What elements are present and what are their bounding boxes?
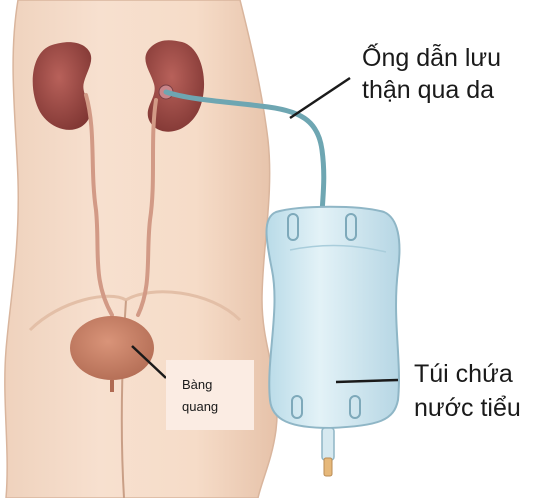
bladder-shape (70, 316, 154, 380)
urine-bag-label-line1: Túi chứa (414, 357, 521, 391)
urine-bag-label: Túi chứa nước tiểu (414, 357, 521, 425)
urine-bag (267, 207, 400, 428)
leader-line-tube (290, 78, 350, 118)
bag-drain-tip (324, 458, 332, 476)
drainage-tube-label: Ống dẫn lưu thận qua da (362, 42, 501, 106)
bladder-label: Bàng quang (182, 374, 218, 418)
urine-bag-label-line2: nước tiểu (414, 391, 521, 425)
drainage-tube-label-line2: thận qua da (362, 74, 501, 106)
bladder-label-line1: Bàng (182, 374, 218, 396)
bag-drain-valve (322, 428, 334, 460)
drainage-tube-label-line1: Ống dẫn lưu (362, 42, 501, 74)
bladder-label-line2: quang (182, 396, 218, 418)
